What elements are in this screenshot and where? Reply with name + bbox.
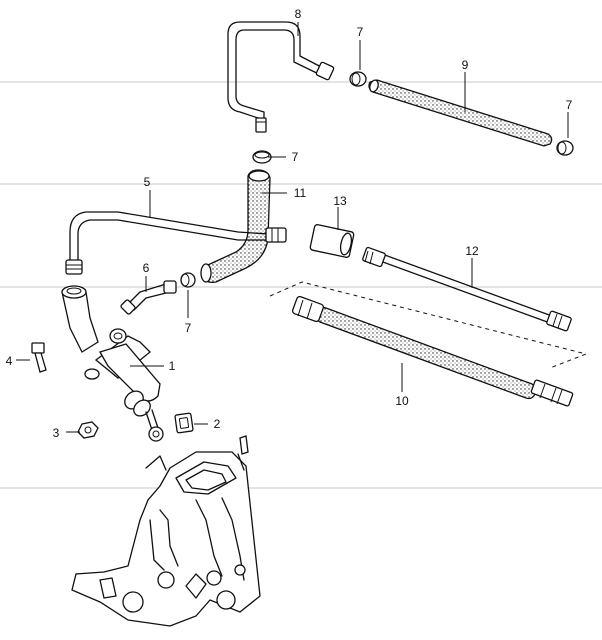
nut-part-3 [77, 421, 99, 439]
callout-5: 5 [144, 175, 151, 189]
separator-lines [0, 81, 602, 489]
leader-lines [16, 22, 569, 433]
bolt-part-4 [31, 342, 47, 373]
fitting-part-6 [120, 280, 177, 315]
callout-7-top-right: 7 [566, 98, 573, 112]
hose-part-11 [200, 169, 271, 284]
callout-13: 13 [333, 194, 347, 208]
pedal-bracket-housing [71, 435, 261, 627]
callout-10: 10 [395, 394, 409, 408]
callout-7-lower: 7 [185, 321, 192, 335]
callout-2: 2 [214, 417, 221, 431]
callout-7-top-left: 7 [357, 25, 364, 39]
hose-part-10 [269, 281, 588, 407]
callout-6: 6 [143, 261, 150, 275]
clamp-7-top-left [349, 71, 367, 87]
callout-3: 3 [53, 426, 60, 440]
hose-part-9 [368, 79, 553, 147]
pipe-part-8 [227, 21, 335, 133]
clamp-7-top-right [556, 140, 574, 156]
callout-9: 9 [462, 58, 469, 72]
master-cylinder-part-1 [61, 285, 164, 442]
gasket-part-2 [174, 412, 194, 434]
callout-7-middle: 7 [292, 150, 299, 164]
clamp-7-lower [180, 272, 196, 288]
pipe-part-5 [65, 211, 287, 275]
callout-labels: 8 7 9 7 7 11 5 13 12 6 7 1 10 2 3 4 [6, 7, 573, 440]
callout-12: 12 [465, 244, 479, 258]
pipe-part-12 [362, 246, 572, 332]
callout-11: 11 [294, 186, 307, 200]
callout-4: 4 [6, 354, 13, 368]
union-part-13 [309, 224, 355, 258]
callout-1: 1 [169, 359, 176, 373]
clamp-7-middle [252, 150, 272, 164]
callout-8: 8 [295, 7, 302, 21]
